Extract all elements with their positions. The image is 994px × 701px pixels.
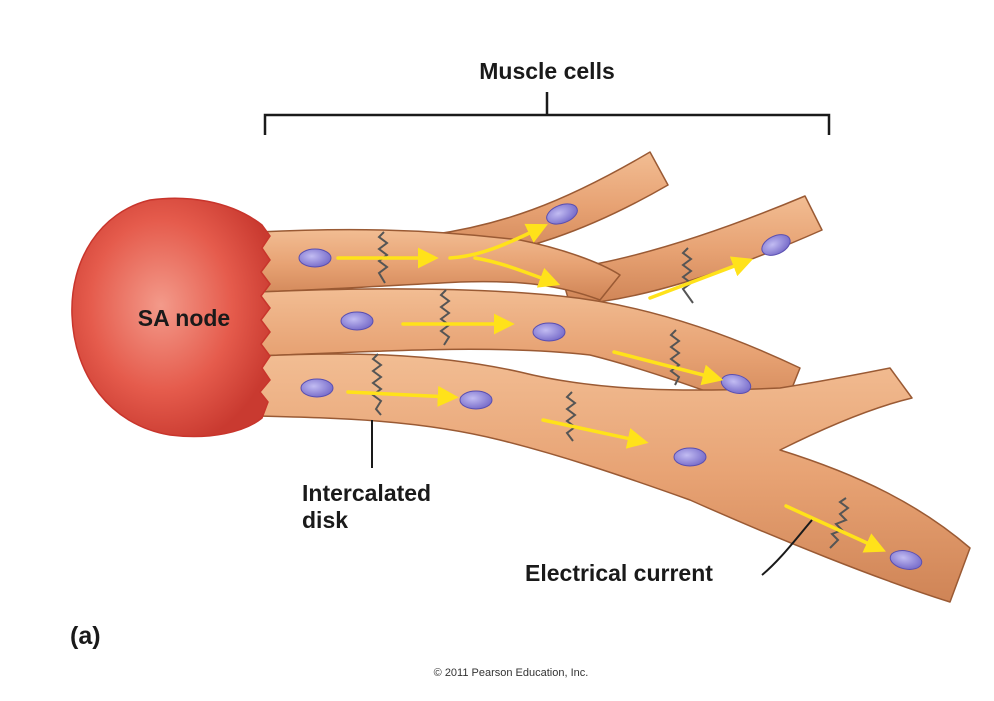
sa-node-shape: [71, 197, 271, 438]
disk-7: [829, 497, 850, 549]
fiber-upper-right-branch: [559, 195, 823, 306]
muscle-cells-label: Muscle cells: [479, 58, 615, 84]
nuclei: [298, 203, 923, 570]
nucleus: [340, 311, 374, 331]
panel-label: (a): [70, 622, 101, 650]
nucleus: [298, 248, 332, 268]
copyright-notice: © 2011 Pearson Education, Inc.: [433, 667, 589, 679]
disk-6: [669, 329, 681, 386]
electrical-current-leader: [761, 519, 813, 576]
intercalated-disk-label: Intercalated disk: [302, 480, 431, 534]
current-arrows: [336, 223, 886, 553]
nucleus: [889, 550, 923, 570]
sa-node-label: SA node: [137, 305, 231, 331]
disk-3: [371, 353, 383, 416]
arrow: [648, 256, 754, 300]
arrow: [473, 256, 561, 288]
intercalated-disk-label-line1: Intercalated: [302, 480, 432, 506]
fiber-top: [257, 228, 621, 301]
arrow: [784, 504, 886, 553]
arrow: [541, 418, 649, 449]
leader-lines: [371, 420, 813, 576]
nucleus: [300, 378, 334, 398]
arrow: [448, 223, 548, 260]
disk-1: [377, 231, 389, 284]
arrow: [346, 385, 459, 407]
nucleus: [459, 390, 493, 410]
nucleus: [532, 322, 566, 342]
muscle-cells-bracket: [263, 92, 831, 135]
muscle-fibers: [257, 151, 971, 603]
disk-2: [439, 289, 451, 346]
fiber-bottom: [257, 353, 971, 603]
arrow: [612, 350, 724, 386]
nucleus: [761, 234, 791, 256]
nucleus: [673, 447, 707, 467]
nucleus: [546, 203, 578, 225]
intercalated-disk-label-line2: disk: [302, 507, 349, 533]
electrical-current-label: Electrical current: [525, 560, 713, 586]
disk-4: [565, 391, 577, 442]
intercalated-disks: [371, 231, 850, 549]
disk-5: [681, 247, 694, 304]
